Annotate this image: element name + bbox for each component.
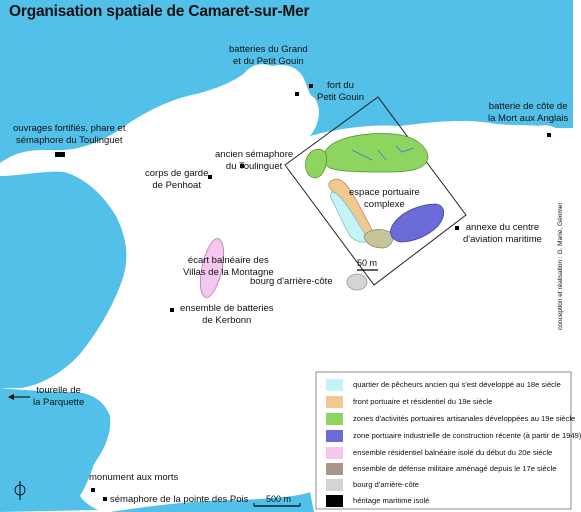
sea-south — [0, 496, 98, 512]
arrow-tourelle-head — [8, 394, 14, 400]
legend-swatch — [326, 379, 343, 391]
scale-main-label: 500 m — [266, 494, 292, 504]
sea-west-bay — [0, 171, 127, 388]
zone-artisanale-south — [363, 229, 394, 249]
legend-label: ensemble résidentiel balnéaire isolé du … — [353, 448, 553, 457]
sea-south-east — [110, 492, 314, 512]
legend-box — [315, 371, 572, 510]
legend-swatch — [326, 463, 343, 475]
marker-batteries-gouin — [295, 92, 299, 96]
zone-artisanale-north — [323, 133, 429, 173]
map-title: Organisation spatiale de Camaret-sur-Mer — [9, 3, 310, 20]
marker-mort-anglais — [547, 133, 551, 137]
land-pointe-mort-anglais — [530, 125, 573, 140]
label-monument-morts: monument aux morts — [89, 472, 179, 483]
marker-annexe-aviation — [455, 226, 459, 230]
zone-bourg — [346, 273, 368, 291]
legend-swatch — [326, 447, 343, 459]
zone-ecart-balneaire — [199, 238, 225, 298]
legend-label: quartier de pêcheurs ancien qui s'est dé… — [353, 380, 561, 389]
land-pointe-gouin — [240, 64, 318, 118]
legend-label: front portuaire et résidentiel du 19e si… — [353, 397, 493, 406]
marker-semaphore-pois — [103, 497, 107, 501]
zone-industrielle — [390, 203, 445, 243]
harbour-jetty — [351, 145, 415, 161]
zone-quartier-pecheurs — [330, 191, 369, 243]
label-semaphore-pois: sémaphore de la pointe des Pois — [110, 494, 249, 505]
legend-label: ensemble de défense militaire aménagé de… — [353, 464, 557, 473]
legend-swatch — [326, 479, 343, 491]
legend-label: zone portuaire industrielle de construct… — [353, 431, 581, 440]
legend-label: héritage maritime isolé — [353, 496, 430, 505]
legend-swatch — [326, 495, 343, 507]
marker-fort-gouin — [309, 84, 313, 88]
label-bourg-arriere-cote: bourg d'arrière-côte — [250, 276, 333, 287]
zone-artisanale-west — [305, 148, 327, 179]
inset-frame — [284, 96, 467, 286]
marker-toulinguet — [55, 152, 65, 157]
credit: conception et réalisation : G. Marie, Gé… — [557, 202, 564, 330]
legend-swatch — [326, 413, 343, 425]
marker-semaphore-ancien — [240, 164, 244, 168]
marker-corps-de-garde — [208, 175, 212, 179]
legend-label: zones d'activités portuaires artisanales… — [353, 414, 576, 423]
north-arrow-icon — [14, 481, 26, 500]
scale-inset-label: 50 m — [357, 258, 378, 268]
legend-label: bourg d'arrière-côte — [353, 480, 420, 489]
legend-swatch — [326, 396, 343, 408]
marker-kerbonn — [170, 308, 174, 312]
legend-swatch — [326, 430, 343, 442]
sea-west-bay-south — [0, 388, 111, 496]
marker-monument — [91, 488, 95, 492]
